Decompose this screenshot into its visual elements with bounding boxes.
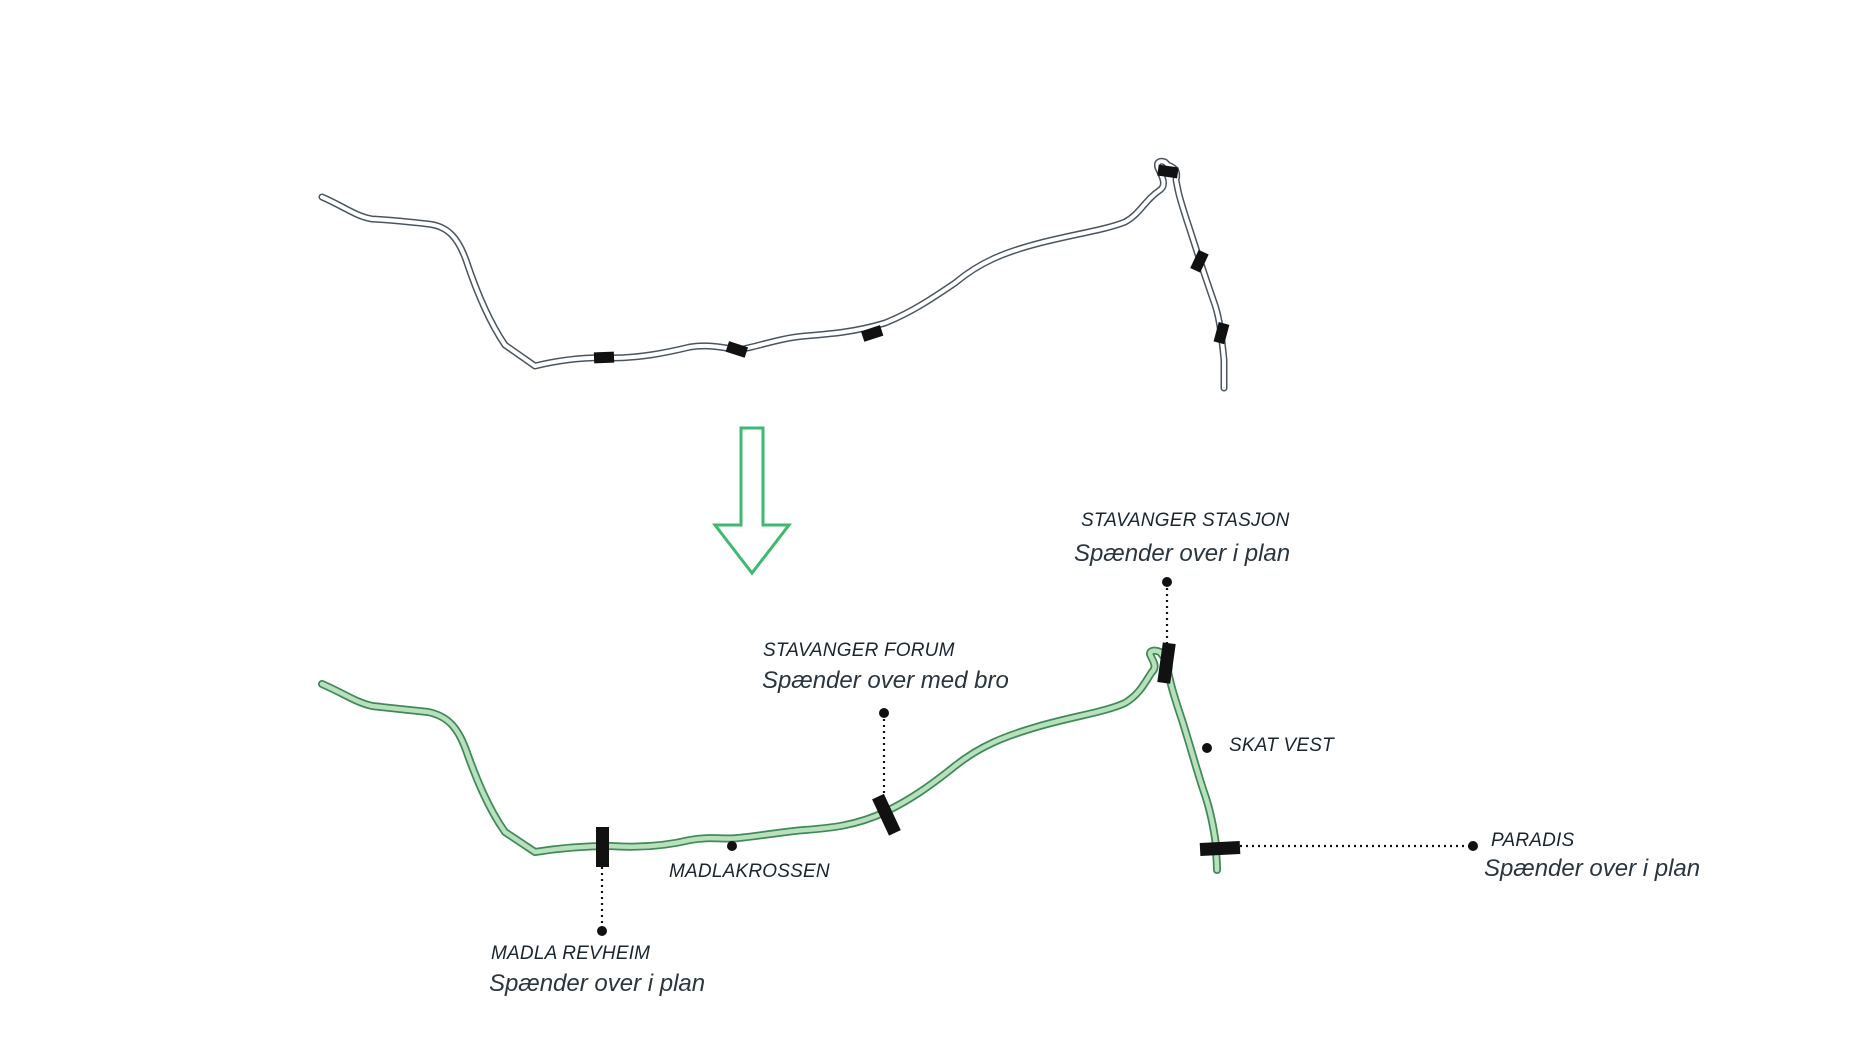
label-paradis-subtitle: Spænder over i plan	[1484, 855, 1701, 882]
label-stavanger-stasjon-title: STAVANGER STASJON	[1081, 510, 1290, 531]
existing-route-outline	[318, 157, 1228, 392]
new-route-inner	[319, 648, 1220, 873]
label-stavanger-forum-title: STAVANGER FORUM	[763, 640, 955, 661]
existing-crossing-1	[593, 351, 615, 364]
label-stavanger-forum-subtitle: Spænder over med bro	[762, 667, 1009, 694]
down-arrow-icon	[711, 426, 793, 576]
existing-crossing-2	[725, 341, 749, 358]
label-madlakrossen-title: MADLAKROSSEN	[669, 861, 830, 882]
label-stavanger-stasjon-subtitle: Spænder over i plan	[1074, 540, 1291, 567]
existing-crossing-4	[1157, 164, 1179, 179]
existing-crossing-3	[860, 325, 884, 342]
existing-route-inner	[320, 159, 1226, 390]
crossing-madla-revheim	[596, 827, 609, 867]
new-route	[318, 642, 1241, 874]
dot-skat-vest	[1202, 743, 1212, 753]
marker-dots	[597, 577, 1478, 936]
dot-madla-revheim	[597, 926, 607, 936]
crossing-stavanger-stasjon	[1157, 642, 1176, 684]
label-madla-revheim-title: MADLA REVHEIM	[491, 943, 651, 964]
label-skat-vest-title: SKAT VEST	[1229, 735, 1334, 756]
existing-crossing-6	[1213, 322, 1230, 345]
leader-lines	[600, 582, 1471, 930]
dot-stavanger-stasjon	[1162, 577, 1172, 587]
dot-madlakrossen	[727, 841, 737, 851]
dot-paradis	[1468, 841, 1478, 851]
label-madla-revheim-subtitle: Spænder over i plan	[489, 970, 706, 997]
existing-route	[318, 157, 1230, 392]
label-paradis-title: PARADIS	[1491, 830, 1575, 851]
dot-stavanger-forum	[879, 708, 889, 718]
crossing-stavanger-forum	[872, 793, 901, 836]
crossing-paradis	[1199, 840, 1241, 857]
existing-crossing-5	[1190, 249, 1209, 273]
